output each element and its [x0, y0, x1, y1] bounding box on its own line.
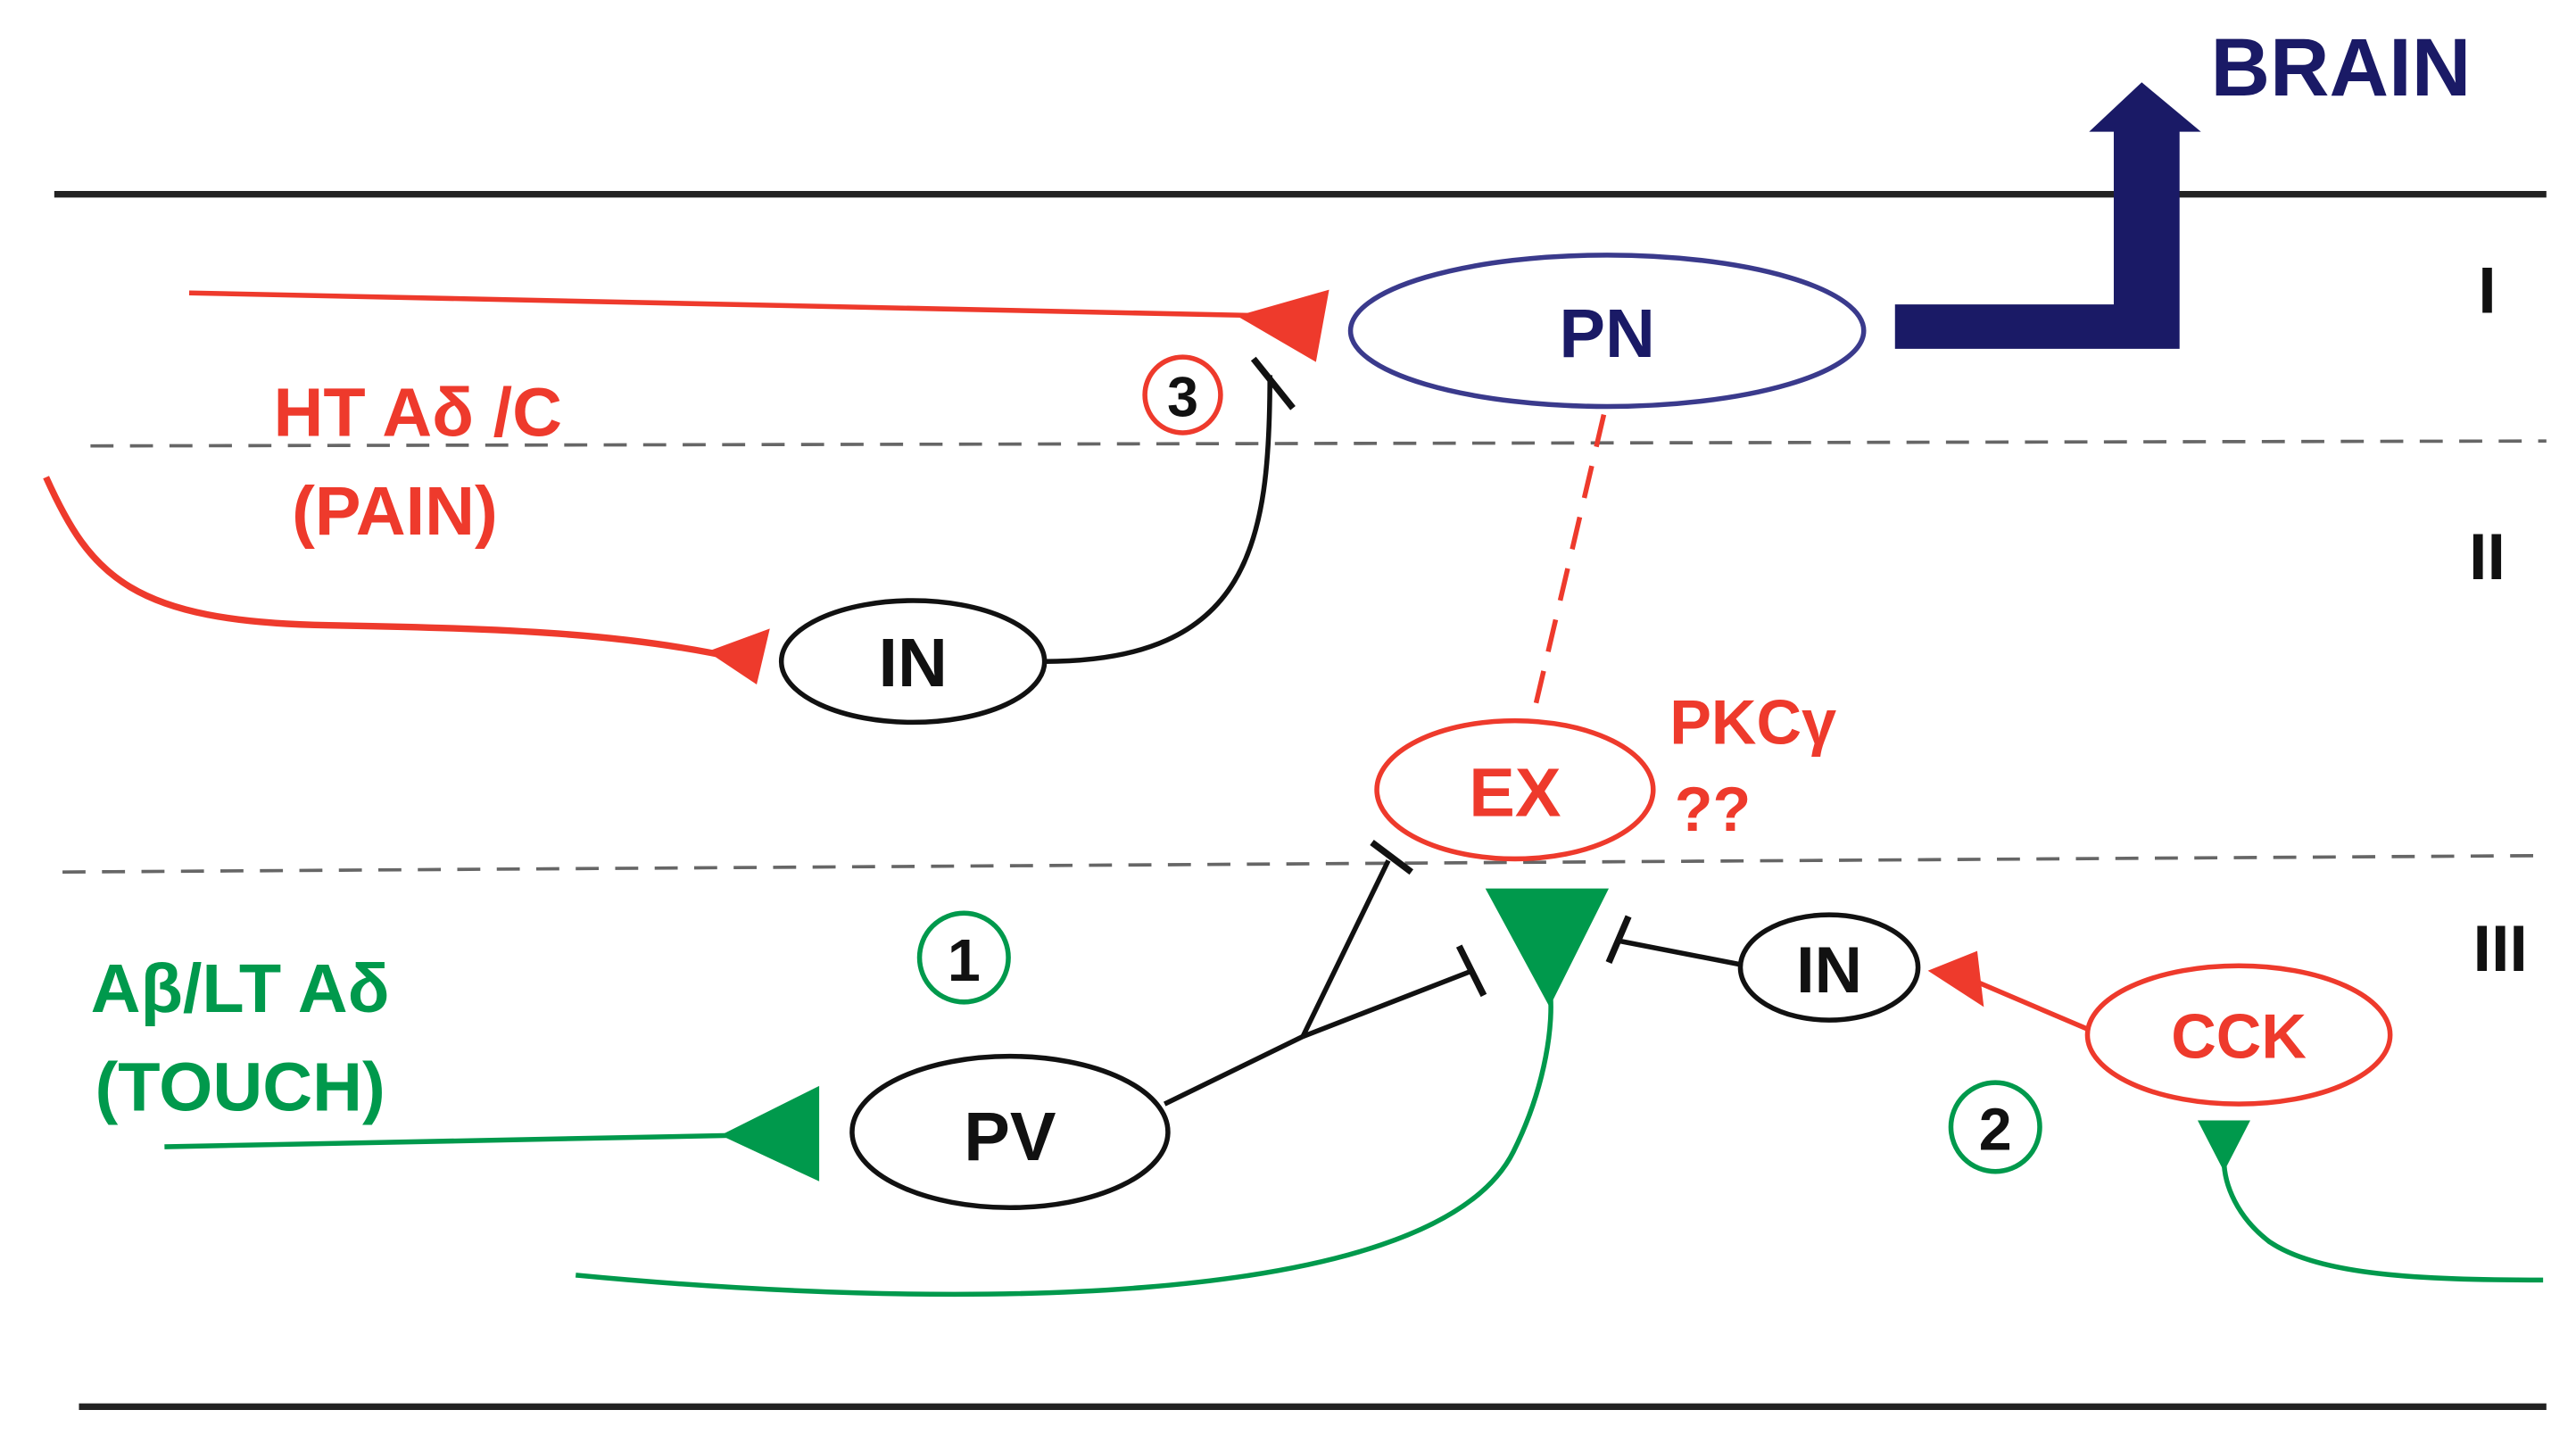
ex-neuron	[1374, 717, 1656, 862]
touch-afferent-label: Aβ/LT Aδ	[91, 950, 390, 1027]
touch-afferent-to-cck	[2221, 1159, 2544, 1283]
pain-afferent-to-pn	[188, 290, 1275, 319]
lamina-3-label: III	[2472, 911, 2527, 985]
in2-inhibitory-terminal-icon	[1250, 356, 1296, 411]
brain-arrow-icon	[1894, 82, 2201, 349]
in-lamina3-neuron	[1737, 912, 1921, 1023]
pv-ex-terminal-icon	[1370, 840, 1413, 875]
touch-afferent-to-ex	[575, 986, 1553, 1298]
lamina-2-label: II	[2469, 519, 2506, 593]
pv-neuron-label: PV	[964, 1099, 1056, 1175]
touch-synapse-cck-icon	[2197, 1120, 2250, 1172]
touch-afferent-modality: (TOUCH)	[95, 1049, 385, 1125]
pn-neuron	[1347, 253, 1867, 410]
lamina-1-label: I	[2478, 253, 2497, 327]
pain-afferent-to-in	[43, 476, 738, 662]
in-lamina2-neuron	[778, 598, 1048, 726]
lamina-1-2-boundary	[90, 439, 2547, 448]
lamina-2-3-boundary	[62, 853, 2547, 875]
touch-afferent-to-pv	[164, 1132, 741, 1149]
pathway-marker-2	[1948, 1080, 2042, 1174]
pathway-marker-1-label: 1	[948, 928, 981, 994]
pv-branch-to-touch-terminal	[1302, 968, 1473, 1040]
cck-neuron-label: CCK	[2171, 1002, 2307, 1072]
touch-synapse-ex-icon	[1485, 888, 1609, 1008]
pkc-uncertain-label: ??	[1675, 775, 1752, 844]
in2-inhibitory-axon	[1044, 375, 1272, 664]
in-lamina2-label: IN	[878, 625, 947, 701]
cck-synapse-in-icon	[1927, 950, 1984, 1008]
brain-label: BRAIN	[2210, 21, 2471, 113]
pv-touch-terminal-icon	[1455, 944, 1487, 998]
pv-branch-to-ex	[1300, 859, 1391, 1038]
pathway-marker-3-label: 3	[1167, 367, 1198, 429]
cck-neuron	[2084, 963, 2393, 1107]
in3-inhibitory-terminal-icon	[1605, 915, 1632, 965]
ex-to-pn-connection	[1530, 414, 1607, 717]
pain-synapse-in-icon	[707, 628, 770, 685]
pathway-marker-3	[1142, 354, 1223, 435]
pkc-gamma-label: PKCγ	[1669, 687, 1836, 757]
in-lamina3-label: IN	[1796, 933, 1862, 1007]
pn-neuron-label: PN	[1559, 295, 1655, 372]
pain-afferent-modality: (PAIN)	[292, 473, 498, 550]
pain-afferent-label: HT Aδ /C	[273, 375, 562, 452]
pathway-marker-2-label: 2	[1979, 1098, 2012, 1164]
pain-synapse-pn-icon	[1237, 289, 1329, 362]
pathway-marker-1	[916, 910, 1011, 1005]
in3-inhibitory-axon	[1619, 938, 1748, 968]
touch-synapse-pv-icon	[720, 1085, 820, 1182]
pv-inhibitory-axon	[1164, 1034, 1305, 1107]
cck-to-in-axon	[1973, 978, 2099, 1036]
pv-neuron	[849, 1053, 1171, 1211]
ex-neuron-label: EX	[1469, 755, 1561, 832]
